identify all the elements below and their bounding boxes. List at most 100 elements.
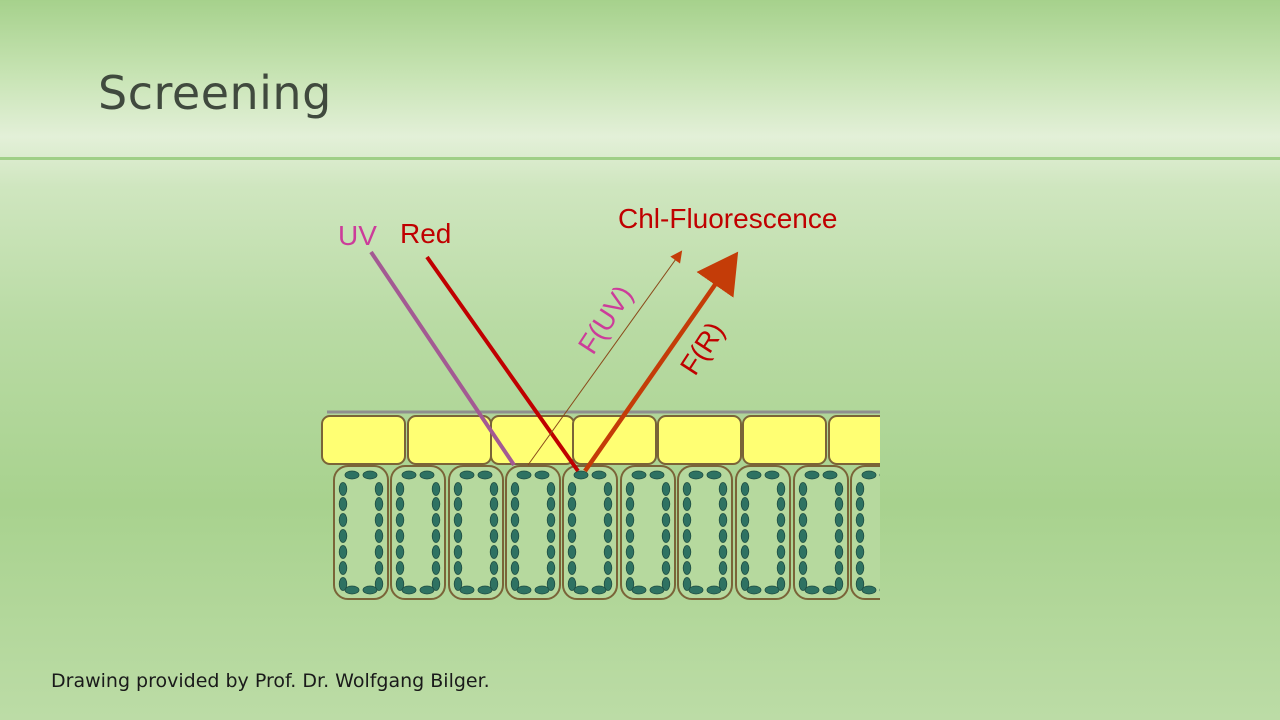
chloroplast — [855, 577, 865, 591]
epidermis-layer — [321, 415, 880, 465]
chloroplast — [374, 513, 384, 527]
chloroplast — [453, 513, 463, 527]
chloroplast — [374, 545, 384, 559]
chloroplast — [740, 577, 750, 591]
chloroplast — [374, 529, 384, 543]
chloroplast — [401, 470, 417, 480]
chloroplast — [431, 482, 441, 496]
chloroplast — [718, 545, 728, 559]
mesophyll-layer — [333, 465, 900, 600]
chloroplast — [453, 545, 463, 559]
chloroplast — [892, 546, 900, 559]
chloroplast — [567, 529, 577, 543]
chloroplast — [534, 470, 550, 480]
chloroplast — [661, 577, 671, 591]
chloroplast — [682, 513, 692, 527]
chloroplast — [362, 585, 378, 595]
chloroplast — [603, 577, 613, 591]
chloroplast — [798, 577, 808, 591]
chloroplast — [718, 561, 728, 575]
chloroplast — [855, 482, 865, 496]
chloroplast — [718, 497, 728, 511]
chloroplast — [661, 513, 671, 527]
chloroplast — [431, 497, 441, 511]
chloroplast — [682, 577, 692, 591]
chloroplast — [453, 577, 463, 591]
chloroplast — [510, 513, 520, 527]
chloroplast — [740, 482, 750, 496]
chloroplast — [661, 545, 671, 559]
chloroplast — [718, 513, 728, 527]
chloroplast — [477, 470, 493, 480]
chloroplast — [591, 470, 607, 480]
chloroplast — [706, 585, 722, 595]
chloroplast — [718, 529, 728, 543]
chloroplast — [338, 577, 348, 591]
chloroplast — [682, 545, 692, 559]
chloroplast — [362, 470, 378, 480]
chloroplast — [546, 577, 556, 591]
chloroplast — [419, 470, 435, 480]
leaf-cross-section — [321, 410, 900, 600]
chloroplast — [489, 529, 499, 543]
chloroplast — [682, 482, 692, 496]
chloroplast — [395, 513, 405, 527]
chloroplast — [892, 530, 900, 543]
chloroplast — [631, 585, 647, 595]
chloroplast — [603, 529, 613, 543]
chloroplast — [567, 513, 577, 527]
epidermis-cell — [572, 415, 657, 465]
chloroplast — [459, 585, 475, 595]
chloroplast — [855, 545, 865, 559]
chloroplast — [776, 529, 786, 543]
drawing-credit: Drawing provided by Prof. Dr. Wolfgang B… — [51, 670, 490, 692]
chloroplast — [431, 545, 441, 559]
chloroplast — [661, 529, 671, 543]
chloroplast — [740, 545, 750, 559]
chloroplast — [682, 529, 692, 543]
chloroplast — [855, 497, 865, 511]
chloroplast — [740, 529, 750, 543]
chloroplast — [661, 482, 671, 496]
red-beam — [425, 255, 580, 473]
chloroplast — [431, 529, 441, 543]
chloroplast — [776, 561, 786, 575]
chloroplast — [822, 470, 838, 480]
chloroplast — [798, 561, 808, 575]
chloroplast — [834, 529, 844, 543]
palisade-cell — [333, 465, 389, 600]
chloroplast — [489, 561, 499, 575]
palisade-cell — [677, 465, 733, 600]
chloroplast — [510, 482, 520, 496]
chloroplast — [374, 482, 384, 496]
chloroplast — [591, 585, 607, 595]
chloroplast — [510, 577, 520, 591]
red-label: Red — [400, 218, 451, 249]
epidermis-cell — [321, 415, 406, 465]
chloroplast — [567, 482, 577, 496]
chloroplast — [776, 577, 786, 591]
chloroplast — [419, 585, 435, 595]
chloroplast — [855, 561, 865, 575]
chloroplast — [834, 497, 844, 511]
chl-fluorescence-label: Chl-Fluorescence — [618, 203, 837, 234]
chloroplast — [649, 470, 665, 480]
chloroplast — [892, 514, 900, 527]
chloroplast — [546, 482, 556, 496]
chloroplast — [798, 513, 808, 527]
fr-emission-arrow — [583, 251, 739, 473]
chloroplast — [453, 482, 463, 496]
chloroplast — [764, 585, 780, 595]
chloroplast — [746, 585, 762, 595]
chloroplast — [573, 585, 589, 595]
chloroplast — [510, 561, 520, 575]
chloroplast — [625, 513, 635, 527]
chloroplast — [489, 482, 499, 496]
chloroplast — [861, 585, 877, 595]
chloroplast — [546, 513, 556, 527]
palisade-cell — [390, 465, 446, 600]
chloroplast — [740, 513, 750, 527]
chloroplast — [834, 561, 844, 575]
chloroplast — [510, 529, 520, 543]
chloroplast — [798, 545, 808, 559]
